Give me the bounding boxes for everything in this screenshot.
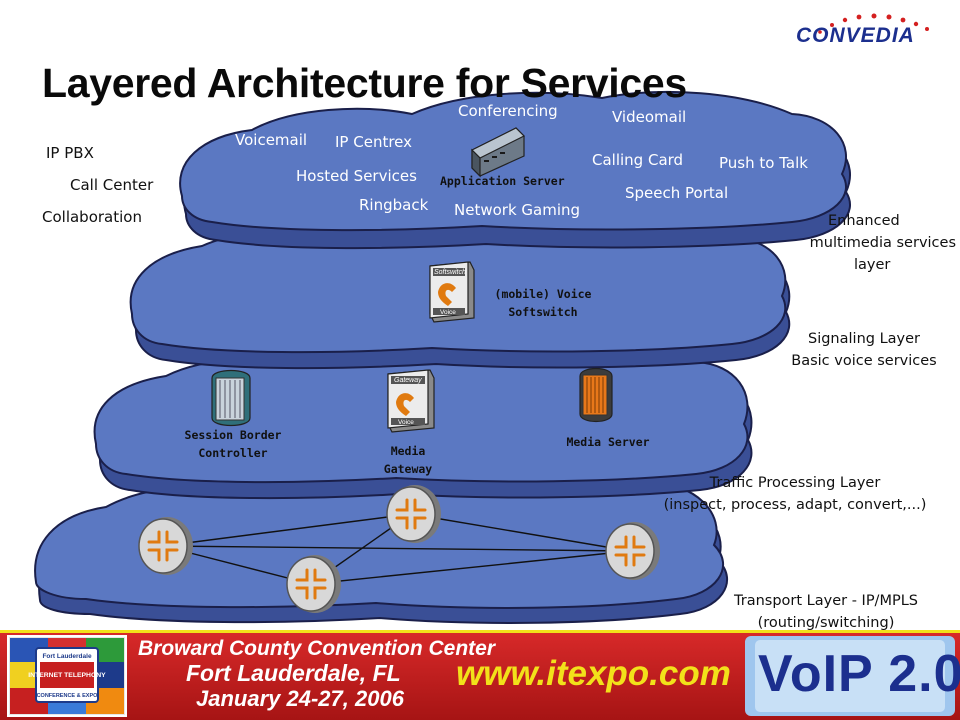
voice-badge-gateway: Voice [398, 419, 414, 426]
banner-venue: Broward County Convention Center [138, 637, 496, 660]
service-call-center: Call Center [70, 176, 154, 194]
service-speech-portal: Speech Portal [625, 184, 729, 202]
sbc-label-line2: Controller [198, 446, 268, 460]
softswitch-label-line2: Softswitch [508, 305, 578, 319]
signaling-layer-label: Signaling Layer Basic voice services [770, 328, 958, 372]
service-network-gaming: Network Gaming [454, 201, 581, 219]
application-server-label: Application Server [440, 174, 565, 188]
service-ip-pbx: IP PBX [46, 144, 94, 162]
router-icon [286, 555, 341, 613]
enhanced-layer-line1: Enhanced [828, 213, 900, 229]
service-ip-centrex: IP Centrex [335, 133, 413, 151]
conference-banner: Fort Lauderdale INTERNET TELEPHONY CONFE… [0, 630, 960, 720]
media-gateway-label-line1: Media [390, 444, 426, 458]
service-calling-card: Calling Card [592, 151, 684, 169]
media-server-icon [579, 367, 613, 423]
signaling-layer-line1: Signaling Layer [808, 331, 920, 347]
transport-layer-line1: Transport Layer - IP/MPLS [734, 593, 918, 609]
traffic-layer-label: Traffic Processing Layer (inspect, proce… [640, 472, 950, 516]
banner-dates: January 24-27, 2006 [196, 686, 404, 711]
application-server-icon [470, 127, 526, 178]
softswitch-label-line1: (mobile) Voice [494, 287, 592, 301]
router-icon [605, 522, 660, 580]
router-icon [386, 485, 441, 543]
media-gateway-icon [387, 369, 435, 433]
badge-main: INTERNET TELEPHONY [28, 672, 106, 679]
enhanced-layer-line3: layer [854, 257, 891, 273]
page-title: Layered Architecture for Services [42, 60, 687, 106]
enhanced-layer-label: Enhanced multimedia services layer [780, 210, 960, 276]
transport-layer-label: Transport Layer - IP/MPLS (routing/switc… [710, 590, 942, 634]
enhanced-layer-line2: multimedia services [809, 235, 956, 251]
session-border-controller-icon [211, 369, 251, 427]
traffic-layer-line2: (inspect, process, adapt, convert,...) [663, 497, 927, 513]
service-hosted-services: Hosted Services [296, 167, 417, 185]
sbc-label-line1: Session Border [184, 428, 282, 442]
media-server-label: Media Server [566, 435, 650, 449]
service-collaboration: Collaboration [42, 208, 142, 226]
media-gateway-label-line2: Gateway [383, 462, 433, 476]
logo-text: CONVEDIA [796, 24, 915, 47]
media-gateway-label: Media Gateway [360, 442, 456, 478]
service-voicemail: Voicemail [235, 131, 308, 149]
sbc-label: Session Border Controller [160, 426, 306, 462]
softswitch-icon [429, 261, 475, 323]
router-icon [138, 517, 193, 575]
badge-top: Fort Lauderdale [42, 653, 92, 660]
convedia-logo [818, 13, 929, 34]
banner-brand: VoIP 2.0 [758, 645, 960, 703]
traffic-layer-line1: Traffic Processing Layer [709, 475, 881, 491]
badge-sub: CONFERENCE & EXPO [37, 693, 99, 699]
banner-url[interactable]: www.itexpo.com [456, 654, 731, 693]
banner-city: Fort Lauderdale, FL [186, 660, 401, 686]
service-conferencing: Conferencing [458, 102, 558, 120]
signaling-layer-line2: Basic voice services [791, 353, 937, 369]
gateway-badge: Gateway [394, 377, 422, 384]
service-push-to-talk: Push to Talk [719, 154, 808, 172]
service-videomail: Videomail [612, 108, 687, 126]
voice-badge: Voice [440, 309, 456, 316]
service-ringback: Ringback [359, 196, 429, 214]
transport-layer-line2: (routing/switching) [757, 615, 895, 631]
softswitch-label: (mobile) Voice Softswitch [470, 285, 616, 321]
softswitch-badge: Softswitch [434, 269, 466, 276]
